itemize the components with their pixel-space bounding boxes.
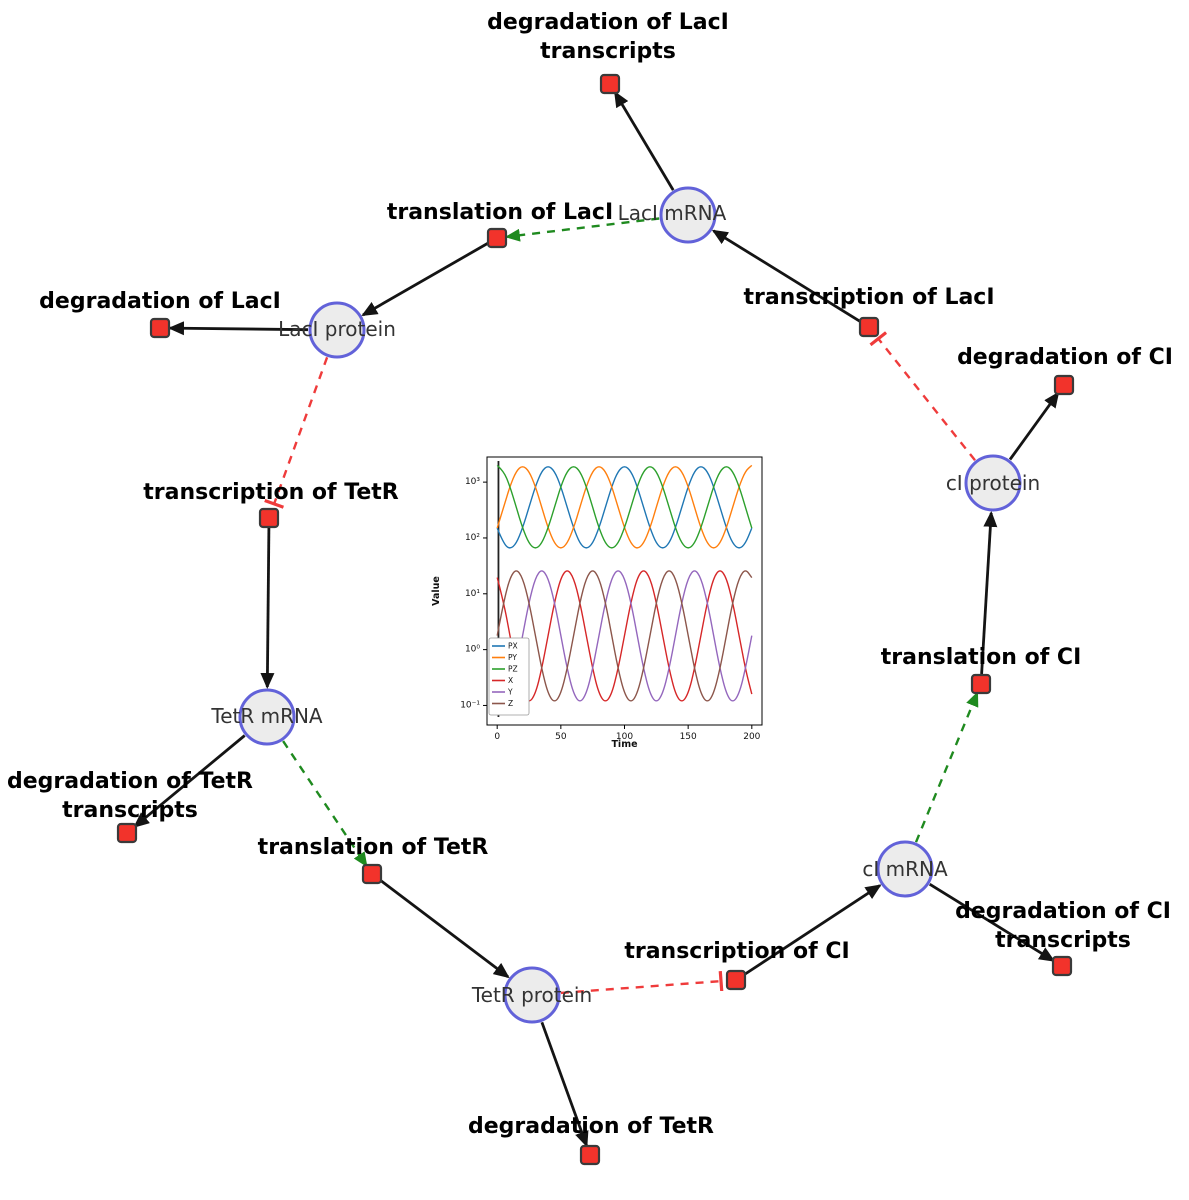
edge-modifier-laci_mrna-transl_laci bbox=[504, 217, 660, 242]
reaction-label-transl_laci: translation of LacI bbox=[387, 200, 613, 225]
edge-production-transc_tetr-tetr_mrna bbox=[260, 527, 275, 689]
legend-label-PX: PX bbox=[508, 642, 518, 651]
edge-inhibition-tetr_protein-transc_ci bbox=[560, 971, 724, 995]
x-axis: 0 50 100 150 200 bbox=[494, 725, 761, 742]
series-line-Y bbox=[496, 570, 753, 702]
reaction-node-transc_ci[interactable] bbox=[725, 969, 747, 991]
edge-production-transc_laci-laci_mrna bbox=[711, 229, 862, 323]
legend: PX PY PZ XYZ bbox=[488, 637, 530, 716]
reaction-node-deg_tetr_tx[interactable] bbox=[116, 822, 138, 844]
edge-production-transl_tetr-tetr_protein bbox=[379, 878, 510, 979]
legend-label-PY: PY bbox=[508, 653, 517, 662]
edge-modifier-tetr_mrna-transl_tetr bbox=[282, 740, 368, 868]
y-tick-label: 10¹ bbox=[465, 589, 480, 599]
species-label-tetr_protein: TetR protein bbox=[471, 983, 592, 1007]
reaction-label-transc_laci: transcription of LacI bbox=[743, 285, 994, 310]
reaction-label-transc_ci: transcription of CI bbox=[624, 939, 849, 964]
species-node-tetr_protein[interactable] bbox=[503, 966, 561, 1024]
edges-layer bbox=[133, 90, 1060, 1148]
x-tick-label: 200 bbox=[743, 732, 760, 742]
reaction-node-deg_ci_tx[interactable] bbox=[1051, 955, 1073, 977]
x-axis-label: Time bbox=[611, 739, 637, 750]
reaction-node-transl_laci[interactable] bbox=[486, 227, 508, 249]
reaction-node-deg_laci[interactable] bbox=[149, 317, 171, 339]
species-label-tetr_mrna: TetR mRNA bbox=[210, 704, 323, 728]
reaction-node-deg_tetr[interactable] bbox=[579, 1144, 601, 1166]
reaction-label-transc_tetr: transcription of TetR bbox=[143, 480, 399, 505]
reaction-node-transc_laci[interactable] bbox=[858, 316, 880, 338]
edge-consumption-laci_mrna-deg_laci_tx bbox=[613, 90, 675, 191]
y-axis: 10⁻¹ 10⁰ 10¹ 10² 10³ bbox=[460, 477, 487, 710]
species-node-laci_mrna[interactable] bbox=[659, 186, 717, 244]
legend-label-Y: Y bbox=[507, 688, 513, 697]
reaction-label-deg_ci: degradation of CI bbox=[957, 345, 1173, 370]
edge-consumption-ci_protein-deg_ci bbox=[1008, 391, 1060, 461]
edge-production-transc_ci-ci_mrna bbox=[743, 884, 882, 976]
species-node-ci_mrna[interactable] bbox=[876, 840, 934, 898]
edge-inhibition-ci_protein-transc_laci bbox=[869, 331, 976, 462]
reaction-node-transl_tetr[interactable] bbox=[361, 863, 383, 885]
species-node-tetr_mrna[interactable] bbox=[238, 688, 296, 746]
species-node-laci_protein[interactable] bbox=[308, 301, 366, 359]
series-line-Z bbox=[496, 570, 753, 702]
reaction-node-transl_ci[interactable] bbox=[970, 673, 992, 695]
x-tick-label: 50 bbox=[555, 732, 567, 742]
reaction-label-transl_ci: translation of CI bbox=[881, 645, 1082, 670]
reaction-label-deg_tetr: degradation of TetR bbox=[468, 1114, 714, 1139]
series-line-PY bbox=[496, 464, 753, 549]
edge-consumption-tetr_protein-deg_tetr bbox=[540, 1021, 589, 1148]
edge-inhibition-laci_protein-transc_tetr bbox=[264, 356, 329, 509]
series-line-PZ bbox=[496, 464, 753, 549]
legend-label-X: X bbox=[508, 676, 513, 685]
reaction-node-deg_laci_tx[interactable] bbox=[599, 73, 621, 95]
reaction-label-deg_laci: degradation of LacI bbox=[39, 289, 281, 314]
x-tick-label: 150 bbox=[680, 732, 697, 742]
nodes-layer bbox=[116, 73, 1075, 1166]
species-node-ci_protein[interactable] bbox=[964, 454, 1022, 512]
reaction-label-transl_tetr: translation of TetR bbox=[258, 835, 489, 860]
reaction-node-deg_ci[interactable] bbox=[1053, 374, 1075, 396]
species-label-laci_protein: LacI protein bbox=[278, 317, 396, 341]
edge-consumption-tetr_mrna-deg_tetr_tx bbox=[133, 734, 246, 828]
reaction-node-transc_tetr[interactable] bbox=[258, 507, 280, 529]
legend-label-PZ: PZ bbox=[508, 665, 518, 674]
species-label-laci_mrna: LacI mRNA bbox=[618, 201, 727, 225]
series-line-PX bbox=[496, 466, 753, 549]
edge-production-transl_ci-ci_protein bbox=[980, 510, 998, 675]
edge-consumption-ci_mrna-deg_ci_tx bbox=[928, 883, 1056, 962]
legend-label-Z: Z bbox=[508, 699, 513, 708]
y-tick-label: 10³ bbox=[465, 477, 480, 487]
edge-production-transl_laci-laci_protein bbox=[361, 241, 489, 317]
edge-consumption-laci_protein-deg_laci bbox=[168, 321, 309, 336]
x-tick-label: 0 bbox=[494, 732, 500, 742]
edge-modifier-ci_mrna-transl_ci bbox=[914, 691, 979, 843]
y-axis-label: Value bbox=[431, 576, 442, 606]
x-tick-label: 100 bbox=[616, 732, 633, 742]
y-tick-label: 10² bbox=[465, 533, 480, 543]
species-label-ci_mrna: cI mRNA bbox=[862, 857, 948, 881]
y-tick-label: 10⁰ bbox=[465, 645, 480, 655]
species-label-ci_protein: cI protein bbox=[946, 471, 1040, 495]
y-tick-label: 10⁻¹ bbox=[460, 700, 480, 710]
